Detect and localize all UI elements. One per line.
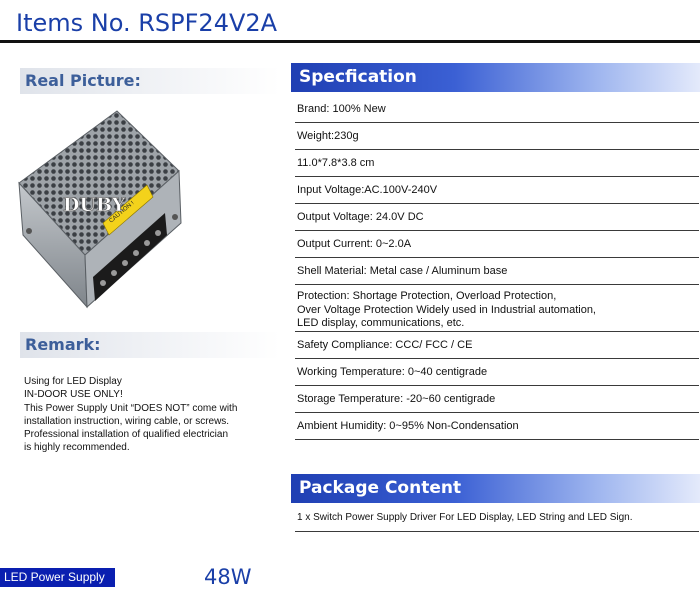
spec-row-text: Ambient Humidity: 0~95% Non-Condensation [297, 420, 519, 432]
spec-row: Ambient Humidity: 0~95% Non-Condensation [295, 413, 699, 440]
remark-line: This Power Supply Unit “DOES NOT” come w… [24, 402, 238, 414]
spec-row-text: Shell Material: Metal case / Aluminum ba… [297, 265, 508, 277]
led-power-supply-badge: LED Power Supply [0, 568, 115, 587]
spec-row-text: Protection: Shortage Protection, Overloa… [297, 290, 557, 302]
real-picture-label: Real Picture: [20, 68, 280, 94]
spec-row-text: Weight:230g [297, 130, 359, 142]
power-supply-image: CAUTION ! DUBY [18, 110, 182, 309]
spec-row-text: Brand: 100% New [297, 103, 386, 115]
spec-row: Output Voltage: 24.0V DC [295, 204, 699, 231]
spec-row-text: Working Temperature: 0~40 centigrade [297, 366, 488, 378]
wattage-label: 48W [204, 565, 252, 589]
remark-line: Professional installation of qualified e… [24, 429, 229, 441]
spec-row: Brand: 100% New [295, 96, 699, 123]
remark-line: Using for LED Display [24, 376, 122, 387]
page-title: Items No. RSPF24V2A [16, 9, 278, 37]
spec-row: Safety Compliance: CCC/ FCC / CE [295, 332, 699, 359]
spec-row-text: Output Current: 0~2.0A [297, 238, 412, 250]
spec-row: Weight:230g [295, 123, 699, 150]
spec-row-text: LED display, communications, etc. [297, 317, 465, 329]
spec-row: Protection: Shortage Protection, Overloa… [295, 285, 699, 332]
spec-row: Output Current: 0~2.0A [295, 231, 699, 258]
spec-row: Shell Material: Metal case / Aluminum ba… [295, 258, 699, 285]
remark-line: is highly recommended. [24, 442, 130, 454]
spec-row: Input Voltage:AC.100V-240V [295, 177, 699, 204]
remark-line: installation instruction, wiring cable, … [24, 415, 230, 427]
spec-row-text: Output Voltage: 24.0V DC [297, 211, 424, 223]
package-content-row: 1 x Switch Power Supply Driver For LED D… [295, 508, 699, 532]
specification-header: Specfication [291, 63, 700, 92]
title-divider [0, 40, 700, 43]
spec-row-text: Input Voltage:AC.100V-240V [297, 184, 438, 196]
package-content-header: Package Content [291, 474, 700, 503]
spec-row: Storage Temperature: -20~60 centigrade [295, 386, 699, 413]
spec-row-text: 11.0*7.8*3.8 cm [297, 157, 375, 169]
remark-label: Remark: [20, 332, 280, 358]
spec-row: Working Temperature: 0~40 centigrade [295, 359, 699, 386]
spec-row: 11.0*7.8*3.8 cm [295, 150, 699, 177]
remark-line: IN-DOOR USE ONLY! [24, 389, 123, 401]
spec-row-text: Safety Compliance: CCC/ FCC / CE [297, 339, 473, 351]
spec-row-text: Storage Temperature: -20~60 centigrade [297, 393, 496, 405]
watermark-brand-text: DUBY [63, 194, 126, 216]
spec-row-text: Over Voltage Protection Widely used in I… [297, 303, 596, 316]
